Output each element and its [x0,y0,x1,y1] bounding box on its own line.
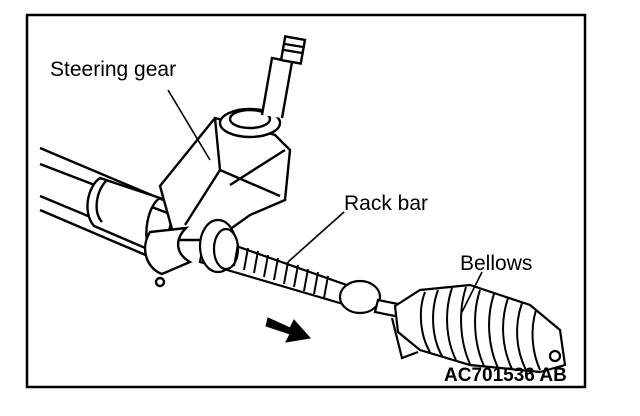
steering-gear-housing [39,35,307,288]
leader-steering-gear [167,89,211,161]
rack-bar-label: Rack bar [344,192,428,215]
leader-bellows [461,271,483,313]
bold-right-arrow-icon [265,317,311,343]
rack-bar [198,218,410,320]
bellows-label: Bellows [460,252,532,275]
leader-rack-bar [287,211,345,263]
bellows-folds [419,286,541,371]
figure-code: AC701536 AB [444,365,567,386]
bellows-boot [390,283,567,374]
figure-frame [25,13,587,389]
leader-lines [167,89,483,313]
steering-gear-label: Steering gear [50,58,176,81]
rack-ribs [233,243,329,299]
